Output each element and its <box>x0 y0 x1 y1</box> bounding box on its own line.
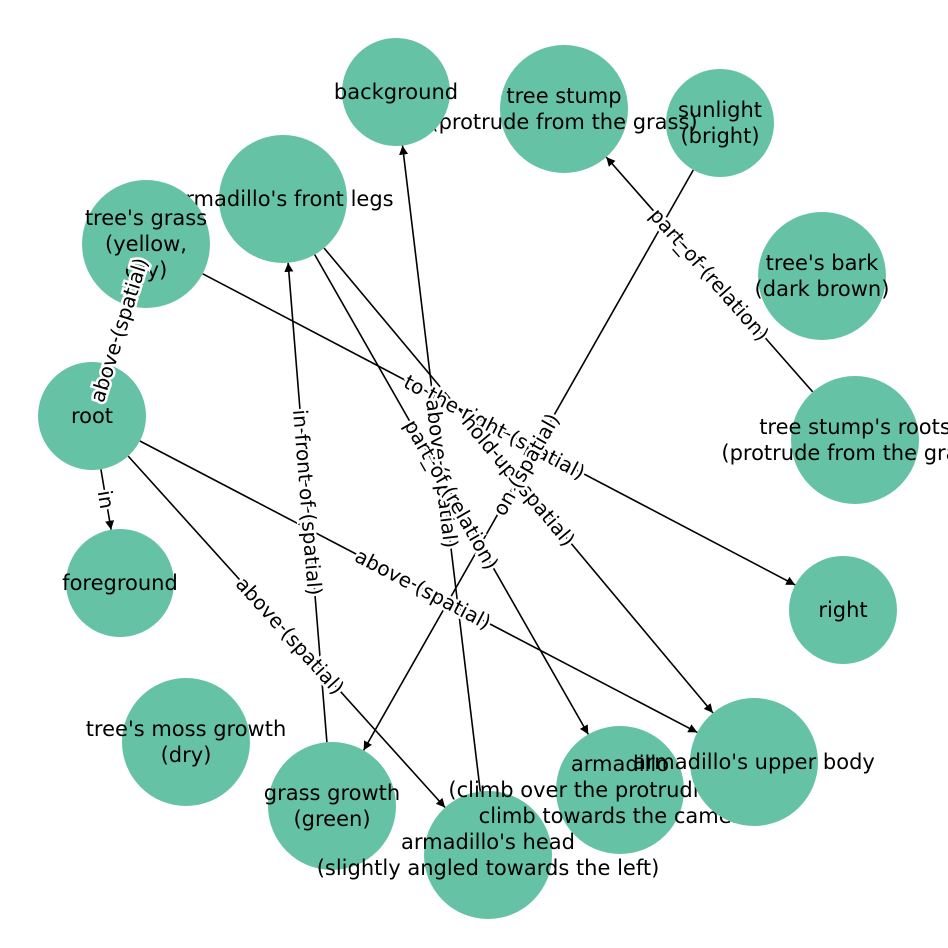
edge-tree_grass-to-root <box>106 304 128 365</box>
node-circle <box>791 376 919 504</box>
node-label: (green) <box>293 807 370 831</box>
edge-root-to-armadillo_head <box>127 455 446 809</box>
node-label: tree's bark <box>766 251 879 275</box>
edge-label: above (spatial) <box>231 572 349 699</box>
edge-root-to-upper_body <box>139 440 698 734</box>
node-background[interactable]: background <box>334 38 458 146</box>
node-label: (slightly angled towards the left) <box>317 856 660 880</box>
edge-label: in front of (spatial) <box>288 409 327 597</box>
node-tree-stump[interactable]: tree stump(protrude from the grass) <box>430 45 698 173</box>
node-circle <box>424 791 552 919</box>
node-circle <box>758 212 886 340</box>
node-circle <box>66 529 174 637</box>
node-label: right <box>818 598 867 622</box>
node-sunlight[interactable]: sunlight(bright) <box>666 69 774 177</box>
node-label: armadillo's upper body <box>633 750 875 774</box>
edge-tree_grass-to-right <box>202 273 796 586</box>
node-circle <box>556 726 684 854</box>
node-circle <box>690 698 818 826</box>
node-right[interactable]: right <box>789 556 897 664</box>
edge-label: in <box>93 489 120 511</box>
node-foreground[interactable]: foreground <box>62 529 178 637</box>
node-root[interactable]: root <box>38 362 146 470</box>
edge-sunlight-to-grass_growth <box>362 169 694 751</box>
node-circle <box>666 69 774 177</box>
node-upper-body[interactable]: armadillo's upper body <box>633 698 875 826</box>
node-circle <box>342 38 450 146</box>
node-grass-growth[interactable]: grass growth(green) <box>264 742 400 870</box>
node-label: tree stump's roots <box>759 415 948 439</box>
edge-grass_growth-to-front_legs <box>284 262 328 743</box>
node-label: (bright) <box>680 124 759 148</box>
node-circle <box>789 556 897 664</box>
node-circle <box>38 362 146 470</box>
edge-front_legs-to-upper_body <box>323 247 714 714</box>
node-label: armadillo <box>571 752 669 776</box>
edge-front_legs-to-armadillo <box>314 254 589 735</box>
node-circle <box>82 180 210 308</box>
edge-stump_roots-to-tree_stump <box>605 156 814 393</box>
edges-layer <box>100 145 814 809</box>
node-armadillo-head[interactable]: armadillo's head(slightly angled towards… <box>317 791 660 919</box>
node-circle <box>219 135 347 263</box>
node-front-legs[interactable]: armadillo's front legs <box>172 135 394 263</box>
node-label: grass growth <box>264 781 400 805</box>
node-label: armadillo's head <box>401 830 575 854</box>
node-tree-bark[interactable]: tree's bark(dark brown) <box>755 212 890 340</box>
node-label: root <box>71 404 113 428</box>
node-label: background <box>334 80 458 104</box>
node-circle <box>500 45 628 173</box>
node-stump-roots[interactable]: tree stump's roots(protrude from the gra… <box>721 376 948 504</box>
node-label: tree's grass <box>85 206 207 230</box>
node-label: foreground <box>62 571 178 595</box>
node-tree-grass[interactable]: tree's grass(yellow,dry) <box>82 180 210 308</box>
edge-root-to-foreground <box>100 469 115 530</box>
node-label: (protrude from the grass) <box>721 441 948 465</box>
node-label: sunlight <box>678 98 762 122</box>
node-label: armadillo's front legs <box>172 187 393 211</box>
node-label: (protrude from the grass) <box>430 110 697 134</box>
edge-label: part_of (relation) <box>645 203 774 345</box>
node-circle <box>122 678 250 806</box>
node-label: dry) <box>125 258 168 282</box>
node-label: tree's moss growth <box>86 717 287 741</box>
node-label: tree stump <box>506 84 621 108</box>
node-circle <box>268 742 396 870</box>
node-label: (dark brown) <box>755 277 890 301</box>
node-label: (dry) <box>161 743 212 767</box>
edge-armadillo_head-to-background <box>399 145 482 792</box>
node-tree-moss[interactable]: tree's moss growth(dry) <box>86 678 287 806</box>
node-label: (yellow, <box>105 232 187 256</box>
